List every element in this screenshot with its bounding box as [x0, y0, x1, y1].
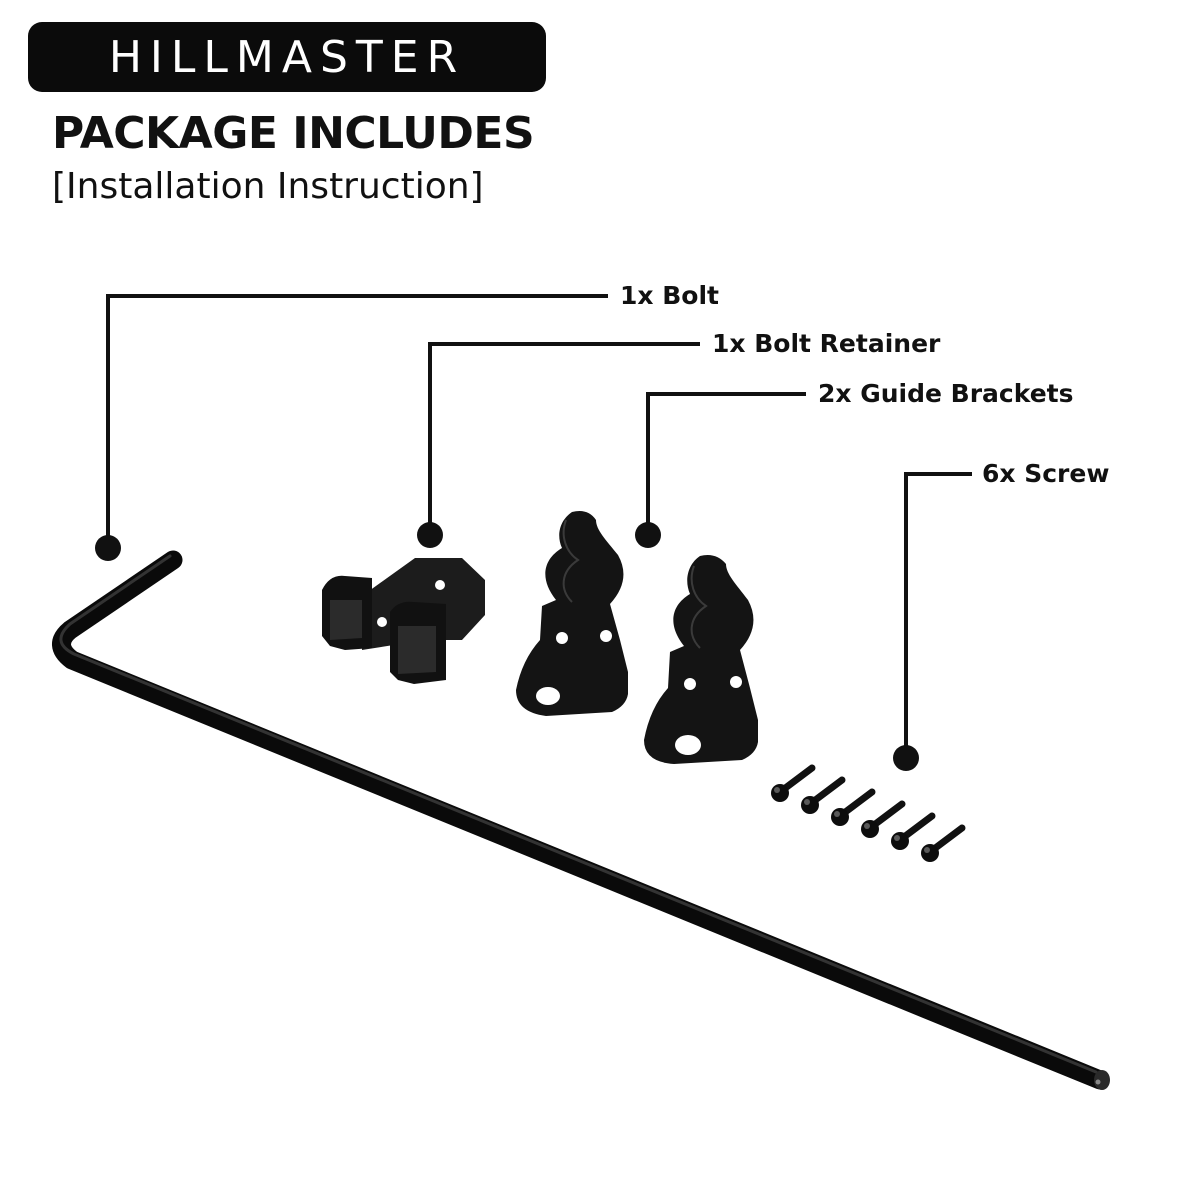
screw-1 [771, 764, 816, 802]
guide-bracket-part-2 [644, 555, 758, 764]
label-bolt-retainer: 1x Bolt Retainer [712, 329, 941, 358]
callout-dot-guide-brackets [635, 522, 661, 548]
callout-dot-bolt [95, 535, 121, 561]
bolt-rod [52, 550, 1110, 1090]
screw-4 [861, 800, 906, 838]
callout-dot-screw [893, 745, 919, 771]
callout-dot-bolt-retainer [417, 522, 443, 548]
brand-logo-badge: HILLMASTER [28, 22, 546, 92]
label-screw: 6x Screw [982, 459, 1110, 488]
screws-group [771, 764, 966, 862]
screw-6 [921, 824, 966, 862]
screw-2 [801, 776, 846, 814]
callout-screw [904, 472, 972, 758]
callout-bolt [106, 294, 608, 548]
page-subtitle: [Installation Instruction] [52, 166, 484, 207]
guide-bracket-part-1 [516, 511, 628, 716]
brand-logo-text: HILLMASTER [108, 31, 466, 83]
screw-3 [831, 788, 876, 826]
callout-guide-brackets [646, 392, 806, 535]
screw-5 [891, 812, 936, 850]
page-title: PACKAGE INCLUDES [52, 108, 535, 159]
label-guide-brackets: 2x Guide Brackets [818, 379, 1074, 408]
bolt-retainer-part [322, 558, 485, 684]
callout-bolt-retainer [428, 342, 700, 535]
label-bolt: 1x Bolt [620, 281, 719, 310]
